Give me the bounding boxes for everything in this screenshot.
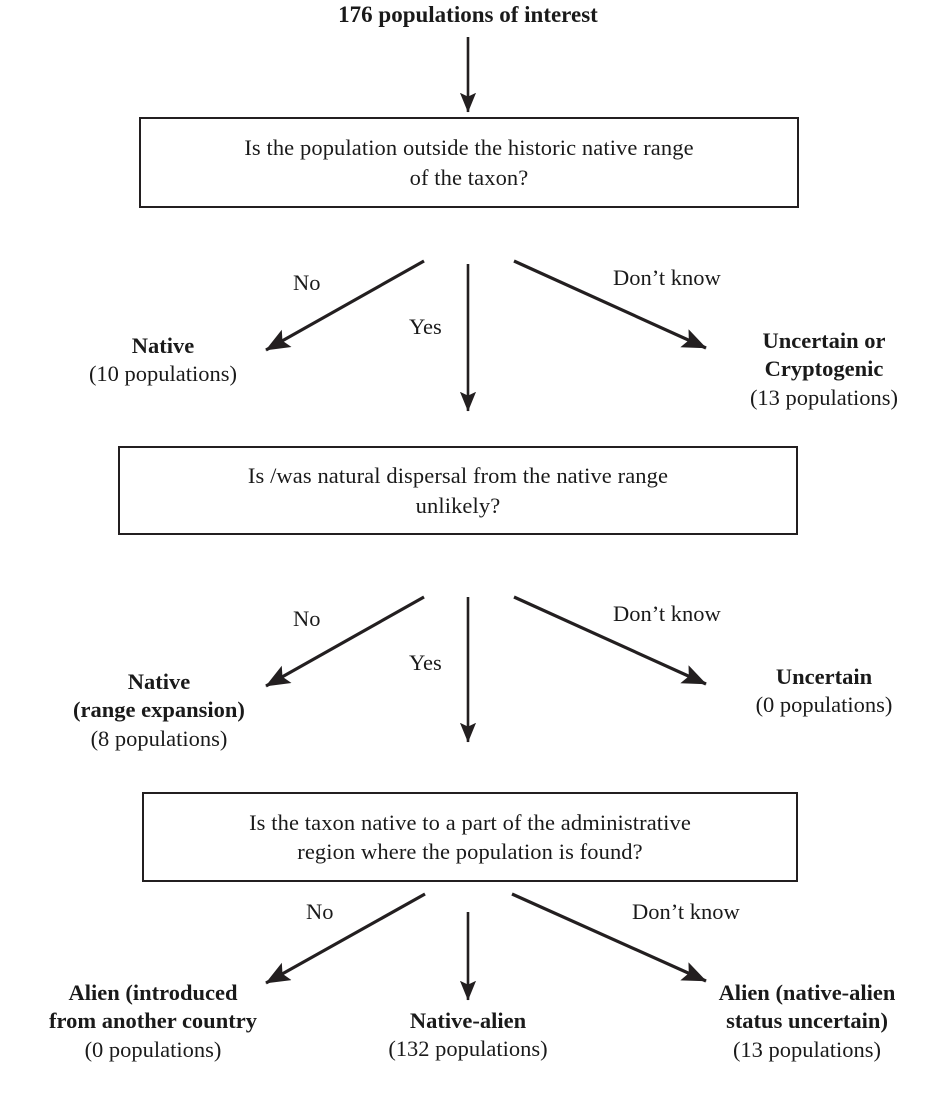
outcome-alien-status-uncertain: Alien (native-alien status uncertain) (1… [668,979,946,1064]
outcome-native: Native (10 populations) [30,332,296,389]
outcome-uncertain-cryptogenic-count: (13 populations) [749,384,899,410]
decision-box-q3-line1: Is the taxon native to a part of the adm… [249,809,691,835]
decision-box-q3-text: Is the taxon native to a part of the adm… [154,808,786,867]
edge-label-q3-no: No [306,899,334,924]
edge-label-q2-no: No [293,606,321,631]
edge-label-q1-yes: Yes [409,314,442,339]
outcome-native-range-expansion-label: Native (range expansion) [73,669,245,723]
decision-box-q3[interactable]: Is the taxon native to a part of the adm… [142,792,798,882]
edge-label-q1-no: No [293,270,321,295]
outcome-uncertain-label: Uncertain [775,664,873,689]
outcome-native-alien-count: (132 populations) [388,1036,548,1062]
outcome-uncertain: Uncertain (0 populations) [700,663,948,720]
arrow-q3-no [265,892,426,985]
edge-label-q2-dont-know: Don’t know [613,601,721,626]
outcome-alien-introduced-label: Alien (introduced from another country [49,980,257,1034]
decision-box-q1-text: Is the population outside the historic n… [151,133,787,192]
outcome-alien-introduced: Alien (introduced from another country (… [2,979,304,1064]
decision-box-q1-line1: Is the population outside the historic n… [244,135,694,161]
outcome-native-alien: Native-alien (132 populations) [344,1007,592,1064]
decision-box-q2-text: Is /was natural dispersal from the nativ… [130,461,786,520]
decision-box-q2-line2: unlikely? [415,492,501,518]
outcome-uncertain-count: (0 populations) [755,692,893,718]
decision-box-q3-line2: region where the population is found? [297,839,643,864]
outcome-uncertain-cryptogenic: Uncertain or Cryptogenic (13 populations… [700,327,948,412]
outcome-alien-status-uncertain-count: (13 populations) [732,1036,882,1062]
decision-box-q2[interactable]: Is /was natural dispersal from the nativ… [118,446,798,535]
edge-label-q1-dont-know: Don’t know [613,265,721,290]
decision-box-q1[interactable]: Is the population outside the historic n… [139,117,799,208]
outcome-native-label: Native [131,333,195,358]
outcome-uncertain-cryptogenic-label: Uncertain or Cryptogenic [762,328,886,382]
outcome-native-count: (10 populations) [88,361,238,387]
outcome-alien-introduced-count: (0 populations) [84,1036,222,1062]
decision-box-q1-line2: of the taxon? [409,164,529,190]
outcome-alien-status-uncertain-label: Alien (native-alien status uncertain) [718,980,896,1034]
outcome-native-alien-label: Native-alien [409,1008,527,1033]
outcome-native-range-expansion: Native (range expansion) (8 populations) [22,668,296,753]
edge-label-q3-dont-know: Don’t know [632,899,740,924]
page-title: 176 populations of interest [338,2,598,27]
outcome-native-range-expansion-count: (8 populations) [90,725,228,751]
decision-box-q2-line1: Is /was natural dispersal from the nativ… [247,463,669,489]
edge-label-q2-yes: Yes [409,650,442,675]
